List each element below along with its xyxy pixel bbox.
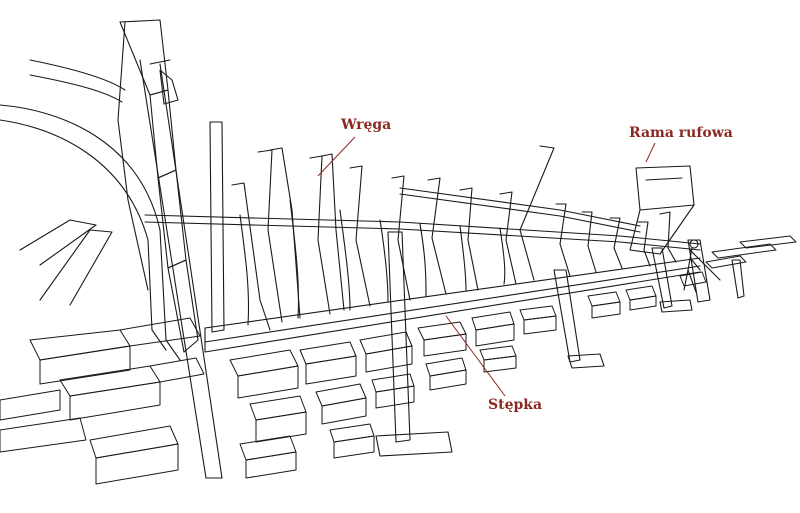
frame-futtocks [239,199,506,326]
frames-label: Wręga [341,117,392,133]
stern-frame-leader-line [645,142,656,163]
stern-curved-timbers [0,59,181,361]
keel-label: Stępka [488,397,543,413]
keel-blocks [0,235,797,485]
ribband [144,187,701,251]
support-posts [375,231,745,457]
hull-frames [209,121,677,333]
stern-support-strut [139,59,223,479]
frames-leader-line [317,136,356,177]
stem-post [117,19,199,353]
worker-figure [683,239,701,293]
keel-leader-line [445,315,506,397]
stern-frame-label: Rama rufowa [629,125,733,141]
stern-frame [629,165,721,303]
keel [204,257,701,353]
